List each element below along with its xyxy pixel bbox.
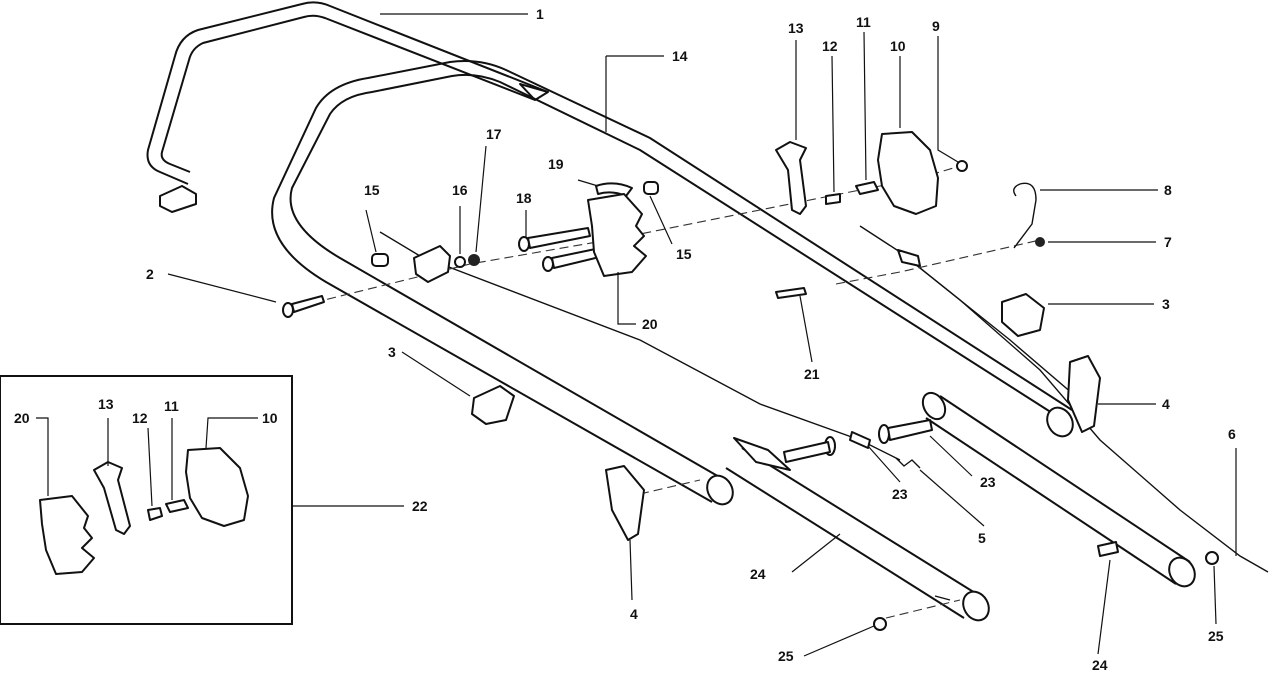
inset-housing-20 (39, 495, 95, 575)
callout-labels: 1 14 13 12 11 10 9 17 19 8 15 16 18 7 15… (146, 6, 1236, 673)
callout-2: 2 (146, 266, 154, 282)
callout-25b: 25 (1208, 628, 1224, 644)
callout-8: 8 (1164, 182, 1172, 198)
hook-8 (1013, 182, 1037, 249)
housing-10 (877, 131, 939, 215)
inset-callout-10: 10 (262, 410, 278, 426)
callout-24a: 24 (750, 566, 766, 582)
clip-3-right (1001, 293, 1045, 337)
inset-callout-12: 12 (132, 410, 148, 426)
callout-3-right: 3 (1162, 296, 1170, 312)
inset-callout-13: 13 (98, 396, 114, 412)
inset-labels: 20 13 12 11 10 (14, 396, 278, 426)
block-4-left (605, 465, 645, 541)
callout-18: 18 (516, 190, 532, 206)
callout-15b: 15 (676, 246, 692, 262)
assembly-guides (299, 165, 1041, 619)
inset-box (0, 375, 293, 625)
callout-23a: 23 (892, 486, 908, 502)
inset-lever-13 (93, 461, 131, 535)
callout-21: 21 (804, 366, 820, 382)
inset-callout-20: 20 (14, 410, 30, 426)
clip-3-left (471, 385, 515, 425)
callout-16: 16 (452, 182, 468, 198)
callout-15a: 15 (364, 182, 380, 198)
leader-lines (36, 13, 1237, 657)
nut-7 (1035, 237, 1045, 247)
callout-13: 13 (788, 20, 804, 36)
callout-5: 5 (978, 530, 986, 546)
callout-19: 19 (548, 156, 564, 172)
plate-11 (855, 181, 879, 195)
callout-23b: 23 (980, 474, 996, 490)
callout-6: 6 (1228, 426, 1236, 442)
callout-3-left: 3 (388, 344, 396, 360)
housing-20 (587, 193, 647, 277)
washer-16 (454, 256, 466, 268)
callout-12: 12 (822, 38, 838, 54)
bushing-15a (371, 253, 389, 267)
screw-2 (282, 295, 325, 318)
lower-tube-right (921, 391, 1196, 588)
clip-19 (595, 182, 633, 197)
callout-9: 9 (932, 18, 940, 34)
nut-25-right (1205, 551, 1219, 565)
callout-7: 7 (1164, 234, 1172, 250)
nut-25-left (873, 617, 887, 631)
callout-25a: 25 (778, 648, 794, 664)
nut-9 (956, 160, 968, 172)
callout-1: 1 (536, 6, 544, 22)
main-handle (271, 60, 1074, 506)
pin-12 (825, 193, 841, 205)
callout-4-right: 4 (1162, 396, 1170, 412)
inset-housing-10 (185, 447, 249, 527)
callout-10: 10 (890, 38, 906, 54)
screw-21 (775, 287, 807, 299)
bushing-15b (643, 181, 659, 195)
callout-24b: 24 (1092, 657, 1108, 673)
inset-pin-12 (147, 507, 163, 521)
callout-22: 22 (412, 498, 428, 514)
spring-5 (895, 457, 921, 469)
upper-handle-bar (146, 1, 549, 213)
callout-11: 11 (856, 14, 871, 30)
nut-17 (468, 254, 480, 266)
inset-plate-11 (165, 499, 189, 513)
callout-20: 20 (642, 316, 658, 332)
bolts-23 (783, 419, 933, 463)
callout-4-left: 4 (630, 606, 638, 622)
callout-17: 17 (486, 126, 502, 142)
lower-tube-left (725, 437, 990, 622)
callout-14: 14 (672, 48, 688, 64)
inset-callout-11: 11 (164, 398, 179, 414)
block-4-right (1067, 355, 1101, 433)
cable-clamp (413, 245, 451, 283)
lever-13 (775, 141, 807, 215)
